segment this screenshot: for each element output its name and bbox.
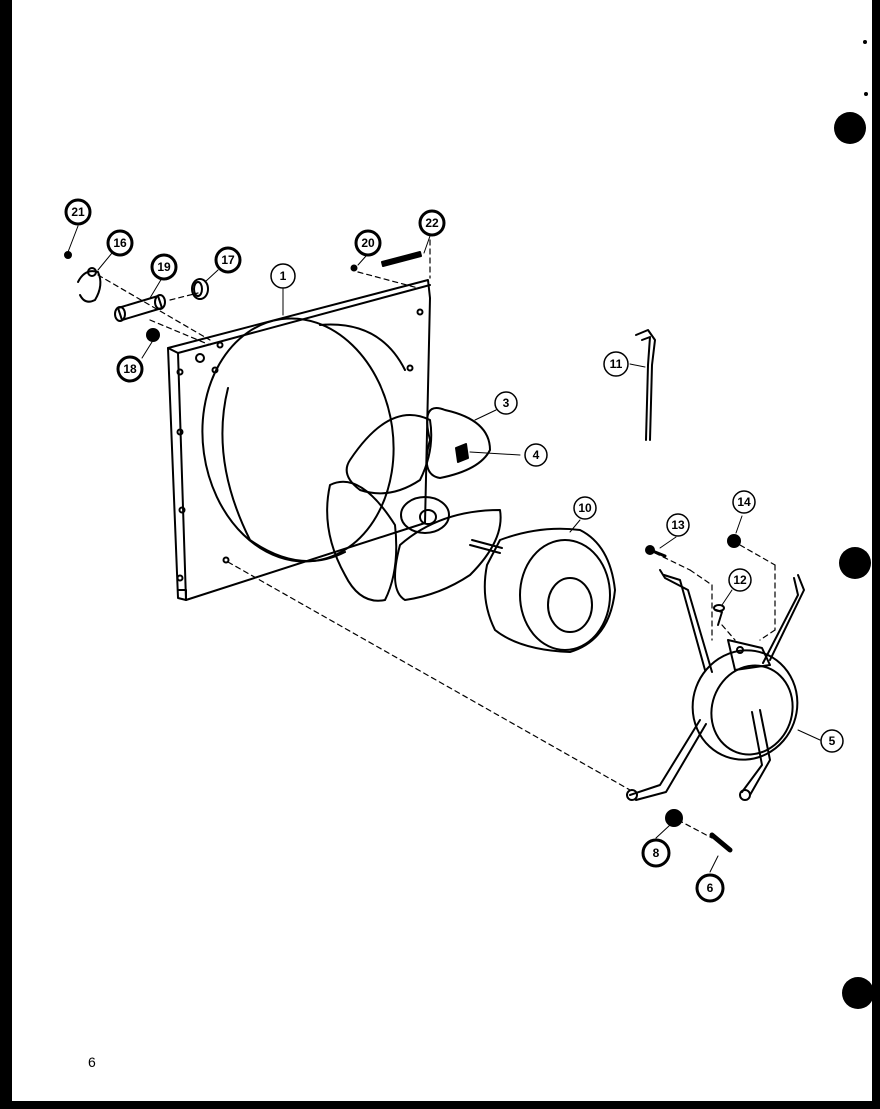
callout-label: 17 bbox=[221, 253, 235, 267]
callout-label: 14 bbox=[737, 495, 751, 509]
diagram-sheet bbox=[12, 0, 872, 1101]
bushing-19 bbox=[114, 294, 166, 322]
callout-21: 21 bbox=[64, 198, 92, 226]
callout-label: 16 bbox=[113, 236, 127, 250]
callout-22: 22 bbox=[418, 209, 446, 237]
callout-5: 5 bbox=[820, 729, 844, 753]
callout-circle bbox=[573, 496, 597, 520]
callout-17: 17 bbox=[214, 246, 242, 274]
callout-label: 21 bbox=[71, 205, 85, 219]
cap-17 bbox=[191, 278, 209, 300]
callout-circle bbox=[695, 873, 725, 903]
registration-dot bbox=[842, 977, 874, 1009]
callout-circle bbox=[641, 838, 671, 868]
callout-4: 4 bbox=[524, 443, 548, 467]
callout-label: 20 bbox=[361, 236, 375, 250]
callout-10: 10 bbox=[573, 496, 597, 520]
callout-label: 10 bbox=[578, 501, 592, 515]
callout-circle bbox=[418, 209, 446, 237]
callout-1: 1 bbox=[270, 263, 296, 289]
callout-label: 12 bbox=[733, 573, 747, 587]
callout-circle bbox=[494, 391, 518, 415]
callout-circle bbox=[150, 253, 178, 281]
callout-label: 3 bbox=[503, 396, 510, 410]
callout-18: 18 bbox=[116, 355, 144, 383]
callout-circle bbox=[354, 229, 382, 257]
callout-3: 3 bbox=[494, 391, 518, 415]
callout-circle bbox=[214, 246, 242, 274]
callout-label: 6 bbox=[707, 881, 714, 895]
callout-12: 12 bbox=[728, 568, 752, 592]
callout-circle bbox=[603, 351, 629, 377]
callout-circle bbox=[820, 729, 844, 753]
assembly-lines bbox=[97, 239, 776, 839]
screw-20 bbox=[350, 264, 358, 272]
callout-label: 13 bbox=[671, 518, 685, 532]
callout-circle bbox=[728, 568, 752, 592]
callout-circle bbox=[666, 513, 690, 537]
callout-circle bbox=[116, 355, 144, 383]
callout-14: 14 bbox=[732, 490, 756, 514]
motor-mount-bracket bbox=[626, 569, 805, 801]
callout-label: 22 bbox=[425, 216, 439, 230]
screw-21 bbox=[64, 251, 72, 259]
fan-blade bbox=[326, 407, 502, 602]
callout-circle bbox=[64, 198, 92, 226]
registration-dot bbox=[839, 547, 871, 579]
callout-label: 18 bbox=[123, 362, 137, 376]
callout-label: 5 bbox=[829, 734, 836, 748]
callout-label: 11 bbox=[610, 357, 623, 371]
callout-circle bbox=[106, 229, 134, 257]
rod-11 bbox=[635, 329, 656, 441]
clamp-16 bbox=[77, 267, 102, 303]
bolt-13 bbox=[645, 545, 667, 558]
callout-19: 19 bbox=[150, 253, 178, 281]
callout-20: 20 bbox=[354, 229, 382, 257]
callout-group: 21 16 19 17 1 20 22 18 11 3 4 10 14 13 12 5 8 6 bbox=[64, 198, 844, 903]
callout-13: 13 bbox=[666, 513, 690, 537]
callout-label: 1 bbox=[280, 269, 287, 283]
nut-8 bbox=[665, 809, 683, 827]
screw-12 bbox=[713, 604, 725, 626]
leader-lines bbox=[67, 225, 821, 873]
registration-dot bbox=[834, 112, 866, 144]
strip-22 bbox=[381, 251, 422, 267]
callout-11: 11 bbox=[603, 351, 629, 377]
bolt-6 bbox=[709, 832, 733, 853]
callout-6: 6 bbox=[695, 873, 725, 903]
callout-circle bbox=[270, 263, 296, 289]
callout-label: 19 bbox=[157, 260, 171, 274]
callout-8: 8 bbox=[641, 838, 671, 868]
callout-label: 8 bbox=[653, 846, 660, 860]
callout-label: 4 bbox=[533, 448, 540, 462]
callout-circle bbox=[524, 443, 548, 467]
callout-circle bbox=[732, 490, 756, 514]
fan-motor bbox=[469, 527, 616, 653]
fan-shroud-panel bbox=[167, 279, 431, 601]
nut-18 bbox=[146, 328, 160, 342]
callout-16: 16 bbox=[106, 229, 134, 257]
page-number: 6 bbox=[88, 1054, 96, 1070]
set-screw bbox=[455, 443, 521, 463]
nut-14 bbox=[727, 534, 741, 548]
